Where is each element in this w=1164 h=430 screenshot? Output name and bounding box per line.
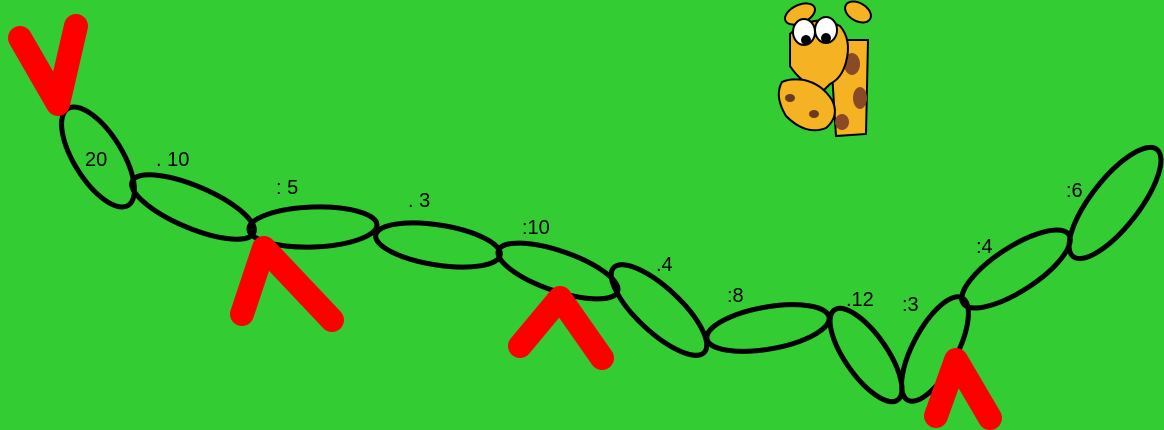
chain-link-3 [373,215,504,274]
operation-label-6: :8 [727,285,744,307]
giraffe-head-icon [779,0,875,136]
chain-link-10 [1054,135,1164,272]
start-value-label: 20 [85,149,107,171]
chain-link-6 [703,297,832,360]
chain-link-9 [951,216,1081,322]
check-mark-icon [20,26,76,104]
operation-label-7: .12 [846,289,874,311]
caret-up-icon [242,248,332,320]
operation-label-1: . 10 [156,149,189,171]
chain-link-7 [817,298,914,412]
chain-labels: 20 . 10 : 5 . 3 :10 .4 :8 .12 :3 :4 :6 [85,149,1083,316]
caret-up-icon [936,360,990,418]
operation-label-5: .4 [656,254,673,276]
operation-label-9: :4 [976,236,993,258]
operation-label-8: :3 [902,294,919,316]
operation-label-10: :6 [1066,180,1083,202]
operation-label-2: : 5 [276,177,298,199]
caret-up-icon [520,298,602,358]
operation-label-3: . 3 [408,190,430,212]
chain-link-1 [124,162,262,252]
operation-label-4: :10 [522,217,550,239]
